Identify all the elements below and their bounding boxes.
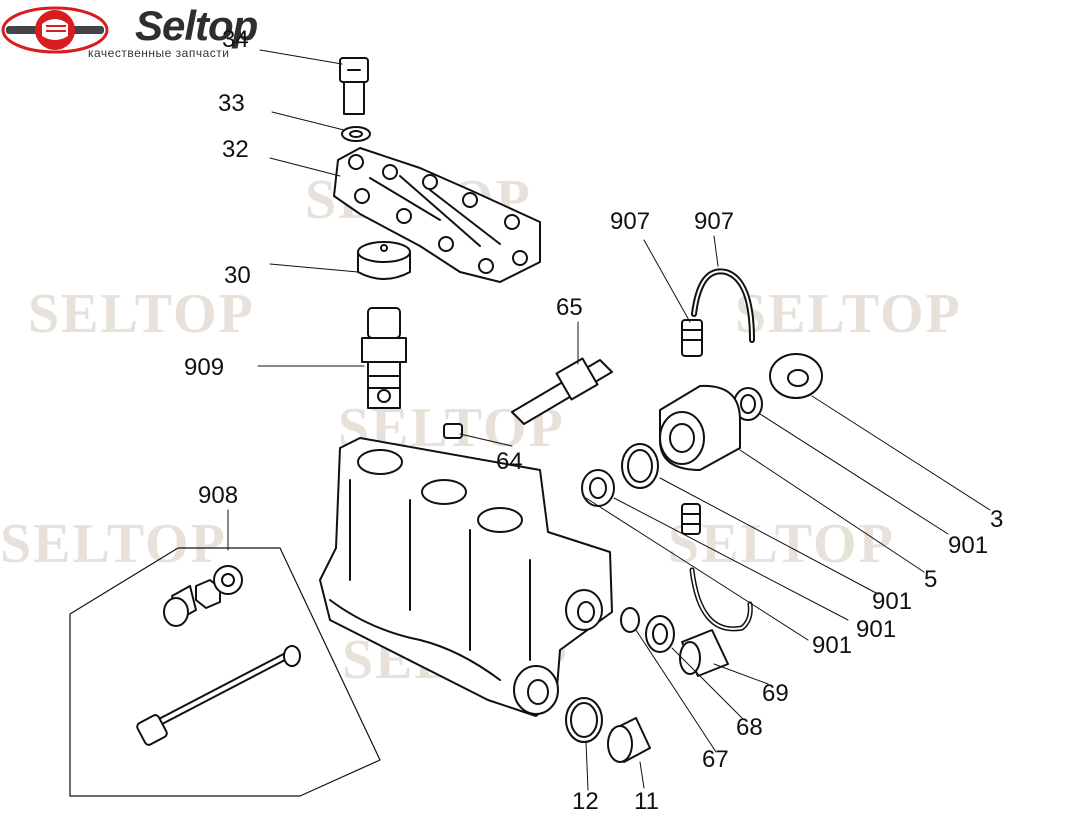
callout-5: 5 — [924, 566, 938, 593]
callout-3: 3 — [990, 506, 1004, 533]
part-909-valve — [361, 307, 407, 409]
part-907-tube — [691, 268, 755, 343]
part-65-shaft — [511, 357, 613, 425]
part-901-seal — [581, 469, 615, 507]
part-34-bolt — [339, 57, 369, 115]
leader-lines — [227, 49, 991, 791]
callout-907-right: 907 — [694, 208, 735, 235]
callout-12: 12 — [572, 788, 599, 815]
callout-909: 909 — [184, 354, 225, 381]
watermark: SELTOP — [735, 283, 962, 345]
callout-901-upper: 901 — [948, 532, 989, 559]
callout-30: 30 — [224, 262, 251, 289]
part-32-plate — [333, 147, 541, 283]
part-33-washer — [341, 126, 371, 142]
part-69-fitting — [679, 629, 729, 677]
part-11-plug — [607, 717, 651, 763]
brand-tagline: качественные запчасти — [88, 46, 230, 60]
part-64-plug — [443, 423, 463, 439]
callout-901-middle: 901 — [872, 588, 913, 615]
callout-34: 34 — [222, 26, 249, 53]
callout-68: 68 — [736, 714, 763, 741]
part-67-oring — [620, 607, 640, 633]
callout-69: 69 — [762, 680, 789, 707]
callout-907-left: 907 — [610, 208, 651, 235]
part-908-kit — [69, 547, 381, 797]
callout-908: 908 — [198, 482, 239, 509]
part-68-seal — [645, 615, 675, 653]
callout-65: 65 — [556, 294, 583, 321]
callout-11: 11 — [634, 788, 659, 815]
part-907-fitting — [681, 319, 703, 357]
part-30-cap — [357, 241, 411, 280]
watermark: SELTOP — [28, 283, 255, 345]
manifold-block — [319, 437, 613, 717]
part-3-washer — [769, 353, 823, 399]
callout-901-lower: 901 — [856, 616, 897, 643]
watermark: SELTOP — [0, 513, 227, 575]
brand-name: Seltop — [135, 2, 258, 49]
part-12-ring — [565, 697, 603, 743]
fist-wrench-logo-icon — [1, 6, 109, 54]
part-5-housing — [659, 384, 741, 471]
callout-33: 33 — [218, 90, 245, 117]
tube — [689, 567, 753, 632]
watermark: SELTOP — [668, 513, 895, 575]
callout-901-bottom: 901 — [812, 632, 853, 659]
fitting — [681, 503, 701, 535]
callout-67: 67 — [702, 746, 729, 773]
callout-32: 32 — [222, 136, 249, 163]
callout-64: 64 — [496, 448, 523, 475]
part-901-ring — [621, 443, 659, 489]
